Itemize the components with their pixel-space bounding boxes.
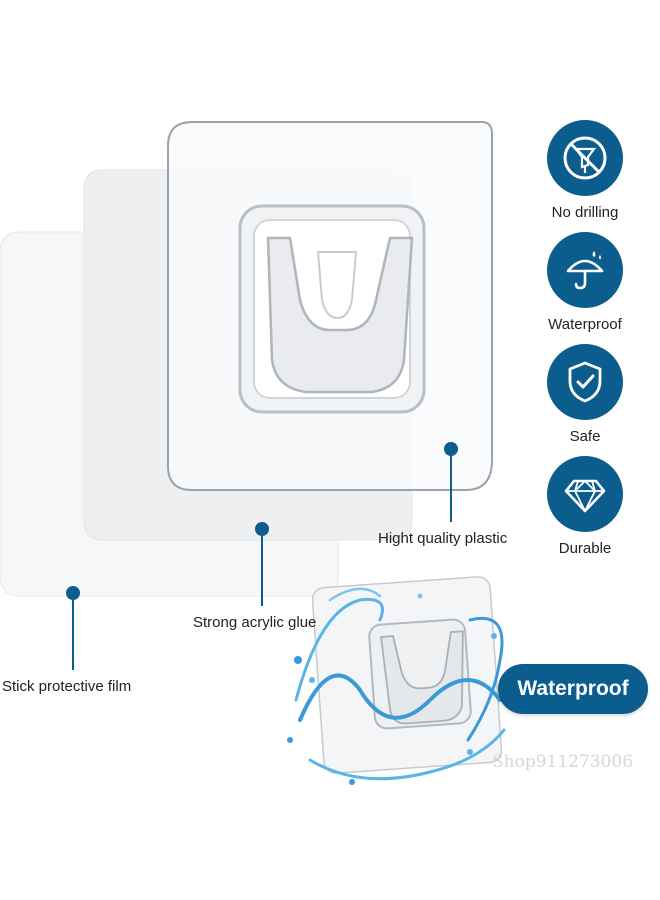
feature-label: Safe <box>569 428 601 445</box>
feature-safe: Safe <box>540 344 630 445</box>
feature-label: Durable <box>558 540 612 557</box>
film-label: Stick protective film <box>2 678 132 695</box>
diamond-icon <box>547 456 623 532</box>
plastic-marker-line <box>450 456 452 522</box>
feature-no-drilling: No drilling <box>540 120 630 221</box>
glue-marker-line <box>261 536 263 606</box>
splash-illustration <box>287 576 510 785</box>
umbrella-icon <box>547 232 623 308</box>
feature-waterproof: Waterproof <box>540 232 630 333</box>
glue-label: Strong acrylic glue <box>193 614 317 631</box>
waterproof-badge: Waterproof <box>498 664 648 714</box>
feature-label: No drilling <box>551 204 619 221</box>
film-marker-line <box>72 600 74 670</box>
feature-durable: Durable <box>540 456 630 557</box>
plastic-label: Hight quality plastic <box>378 530 508 547</box>
shop-watermark: Shop911273006 <box>492 752 634 772</box>
hook-clip <box>266 236 414 394</box>
no-drilling-icon <box>547 120 623 196</box>
shield-check-icon <box>547 344 623 420</box>
glue-marker-dot <box>255 522 269 536</box>
film-marker-dot <box>66 586 80 600</box>
plastic-marker-dot <box>444 442 458 456</box>
feature-label: Waterproof <box>548 316 622 333</box>
